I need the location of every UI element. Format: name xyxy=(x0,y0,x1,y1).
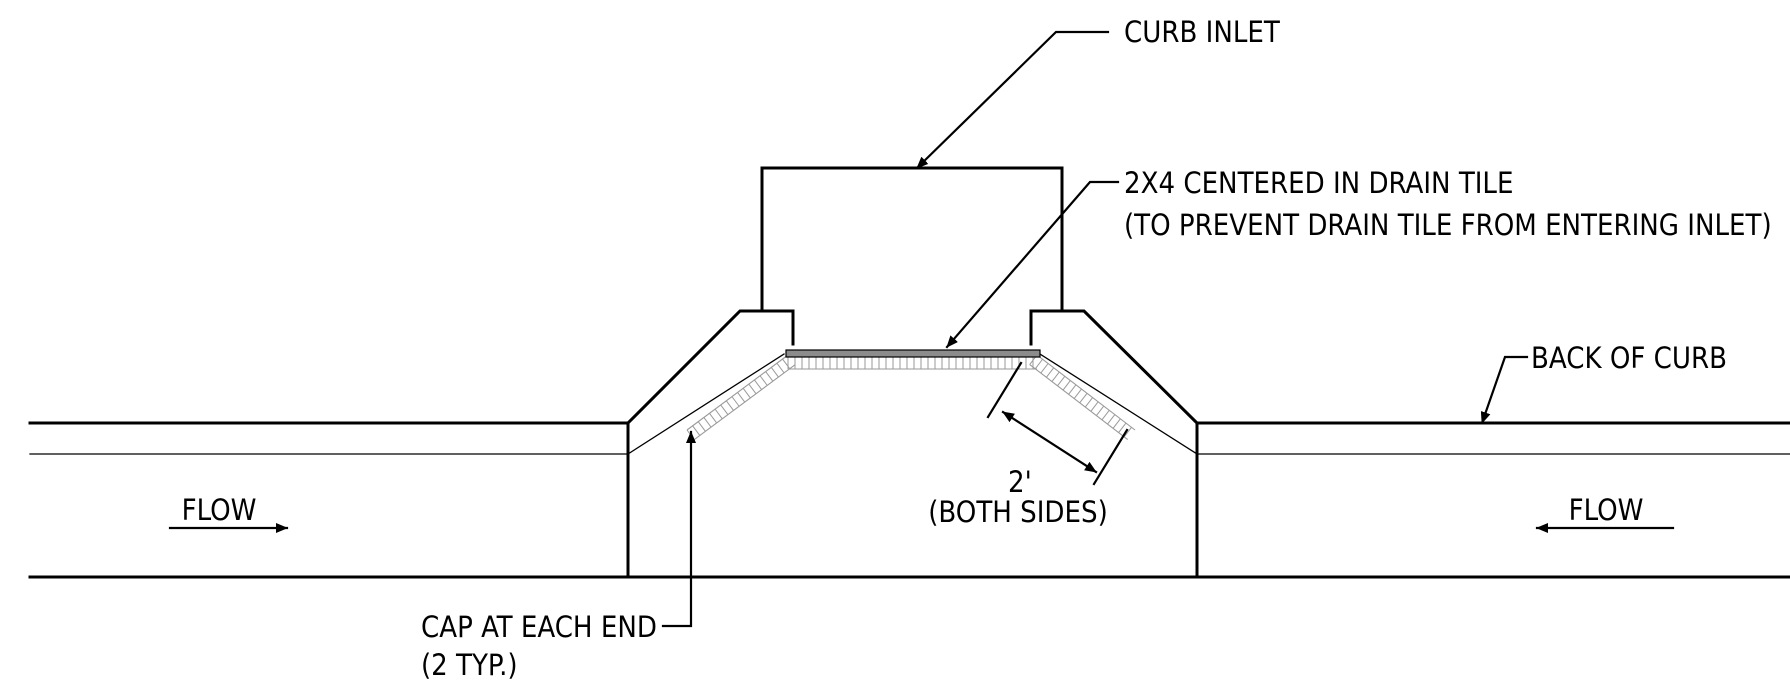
label-flow-right: FLOW xyxy=(1569,493,1644,527)
curb-inlet-structure xyxy=(626,166,1199,579)
label-two-by-four-line1: 2X4 CENTERED IN DRAIN TILE xyxy=(1124,166,1513,200)
drain-tile xyxy=(686,354,1136,441)
leader-back-of-curb xyxy=(1480,355,1529,425)
dimension-two-feet xyxy=(986,361,1129,486)
leader-curb-inlet xyxy=(915,30,1110,170)
curb-left xyxy=(28,421,630,455)
label-cap-line1: CAP AT EACH END xyxy=(421,610,657,644)
label-dimension-note: (BOTH SIDES) xyxy=(928,495,1108,529)
label-back-of-curb: BACK OF CURB xyxy=(1531,341,1727,375)
leader-two-by-four xyxy=(945,180,1120,349)
label-two-by-four-line2: (TO PREVENT DRAIN TILE FROM ENTERING INL… xyxy=(1124,208,1772,242)
leader-cap xyxy=(661,430,696,628)
label-cap-line2: (2 TYP.) xyxy=(421,648,518,682)
label-curb-inlet: CURB INLET xyxy=(1124,15,1281,49)
two-by-four-board xyxy=(785,349,1041,358)
curb-right xyxy=(1195,421,1790,455)
label-dimension-value: 2' xyxy=(1008,465,1032,499)
label-flow-left: FLOW xyxy=(182,493,257,527)
